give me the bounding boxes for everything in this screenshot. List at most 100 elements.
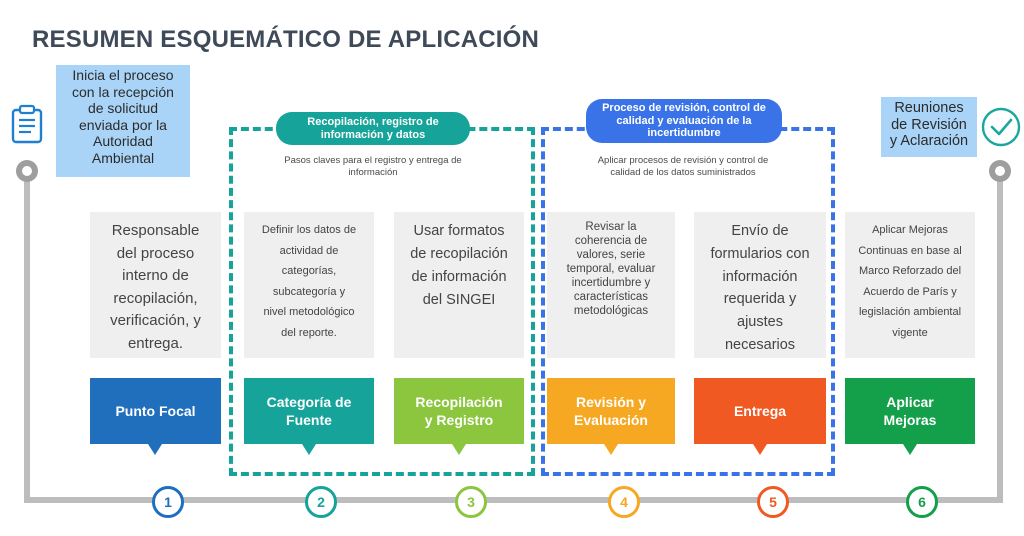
step-number: 4 <box>608 486 640 518</box>
description-line: incertidumbre y <box>571 277 651 289</box>
step-label-line: Categoría de <box>266 394 352 410</box>
description-line: formularios con <box>710 245 810 262</box>
step-description: Usar formatos de recopilación de informa… <box>394 212 524 358</box>
step-number: 6 <box>906 486 938 518</box>
description-line: Responsable <box>111 222 200 239</box>
description-line: Usar formatos <box>413 223 505 239</box>
timeline-end-marker <box>989 160 1011 182</box>
description-line: entrega. <box>127 334 184 352</box>
description-line: valores, serie <box>576 249 646 261</box>
step-pointer <box>604 444 618 455</box>
start-note: Inicia el proceso con la recepción de so… <box>56 65 190 177</box>
description-line: temporal, evaluar <box>566 263 656 275</box>
description-line: verificación, y <box>110 312 201 329</box>
group-title-line: información y datos <box>320 128 426 141</box>
step-label-line: Fuente <box>286 412 332 428</box>
step-number: 5 <box>757 486 789 518</box>
group-title-line: Recopilación, registro de <box>307 116 439 128</box>
start-note-line: enviada por la <box>79 116 167 133</box>
step-pointer <box>753 444 767 455</box>
start-note-line: Inicia el proceso <box>72 67 174 83</box>
step-number: 2 <box>305 486 337 518</box>
end-note: Reuniones de Revisión y Aclaración <box>881 97 977 157</box>
step-description: Aplicar Mejoras Continuas en base al Mar… <box>845 212 975 358</box>
step-label-box: Recopilación y Registro <box>394 378 524 444</box>
step-description: Definir los datos de actividad de catego… <box>244 212 374 358</box>
group-revision-title: Proceso de revisión, control de calidad … <box>586 99 782 143</box>
group-title-line: incertidumbre <box>647 127 721 140</box>
step-pointer <box>302 444 316 455</box>
check-circle-icon <box>981 107 1021 147</box>
description-line: recopilación, <box>113 289 198 307</box>
step-number: 3 <box>455 486 487 518</box>
group-title-line: Proceso de revisión, control de <box>602 102 766 115</box>
description-line: Definir los datos de <box>261 224 357 236</box>
description-line: metodológicas <box>573 305 649 317</box>
description-line: información <box>722 268 798 285</box>
group-recopilacion-caption: Pasos claves para el registro y entrega … <box>268 155 478 178</box>
timeline-start-marker <box>16 160 38 182</box>
step-description: Envío de formularios con información req… <box>694 212 826 358</box>
description-line: coherencia de <box>574 235 648 247</box>
step-pointer <box>452 444 466 455</box>
description-line: interno de <box>122 267 189 284</box>
group-recopilacion-title: Recopilación, registro de información y … <box>276 112 470 145</box>
group-title-line: calidad y evaluación de la <box>616 114 752 127</box>
description-line: necesarios <box>724 336 796 353</box>
description-line: categorías, <box>281 265 337 277</box>
description-line: Acuerdo de París y <box>863 285 957 298</box>
step-label-line: Aplicar <box>886 394 934 410</box>
description-line: requerida y <box>723 291 797 308</box>
description-line: del SINGEI <box>422 292 496 308</box>
end-note-line: Reuniones <box>894 100 964 116</box>
step-number: 1 <box>152 486 184 518</box>
timeline-right-post <box>997 178 1003 501</box>
caption-line: información <box>348 166 398 178</box>
caption-line: calidad de los datos suministrados <box>610 166 756 178</box>
start-note-line: con la recepción <box>72 83 174 100</box>
page-title: RESUMEN ESQUEMÁTICO DE APLICACIÓN <box>32 26 540 53</box>
description-line: de recopilación <box>410 246 508 262</box>
step-label-box: Aplicar Mejoras <box>845 378 975 444</box>
description-line: Aplicar Mejoras <box>872 224 948 236</box>
step-label-line: Punto Focal <box>115 403 196 419</box>
end-note-line: y Aclaración <box>889 133 969 149</box>
step-description: Revisar la coherencia de valores, serie … <box>547 212 675 358</box>
clipboard-checklist-icon <box>11 104 43 144</box>
description-line: actividad de <box>279 244 339 257</box>
caption-line: Pasos claves para el registro y entrega … <box>284 155 462 166</box>
description-line: características <box>573 291 649 303</box>
timeline-bar <box>24 497 1003 503</box>
description-line: subcategoría y <box>272 285 346 298</box>
step-label-line: Entrega <box>733 403 787 419</box>
description-line: del proceso <box>116 244 195 262</box>
timeline-left-post <box>24 178 30 501</box>
description-line: del reporte. <box>281 326 337 339</box>
step-label-box: Revisión y Evaluación <box>547 378 675 444</box>
step-label-line: Mejoras <box>883 412 937 428</box>
description-line: Revisar la <box>585 221 637 233</box>
description-line: ajustes <box>737 314 783 331</box>
step-label-line: y Registro <box>424 412 494 428</box>
description-line: vigente <box>892 326 928 339</box>
caption-line: Aplicar procesos de revisión y control d… <box>597 155 769 166</box>
description-line: Continuas en base al <box>858 244 962 257</box>
group-revision-caption: Aplicar procesos de revisión y control d… <box>582 155 784 178</box>
step-label-box: Categoría de Fuente <box>244 378 374 444</box>
end-note-line: de Revisión <box>891 116 967 133</box>
start-note-line: de solicitud <box>87 100 159 116</box>
description-line: de información <box>411 269 507 285</box>
description-line: Envío de <box>731 223 789 239</box>
step-pointer <box>148 444 162 455</box>
start-note-line: Autoridad <box>93 133 153 149</box>
description-line: nivel metodológico <box>263 306 355 318</box>
step-description: Responsable del proceso interno de recop… <box>90 212 221 358</box>
step-label-line: Revisión y <box>575 394 646 410</box>
step-label-box: Punto Focal <box>90 378 221 444</box>
step-pointer <box>903 444 917 455</box>
step-label-box: Entrega <box>694 378 826 444</box>
step-label-line: Recopilación <box>415 394 503 410</box>
step-label-line: Evaluación <box>574 412 648 428</box>
description-line: legislación ambiental <box>858 306 962 318</box>
start-note-line: Ambiental <box>91 149 155 166</box>
